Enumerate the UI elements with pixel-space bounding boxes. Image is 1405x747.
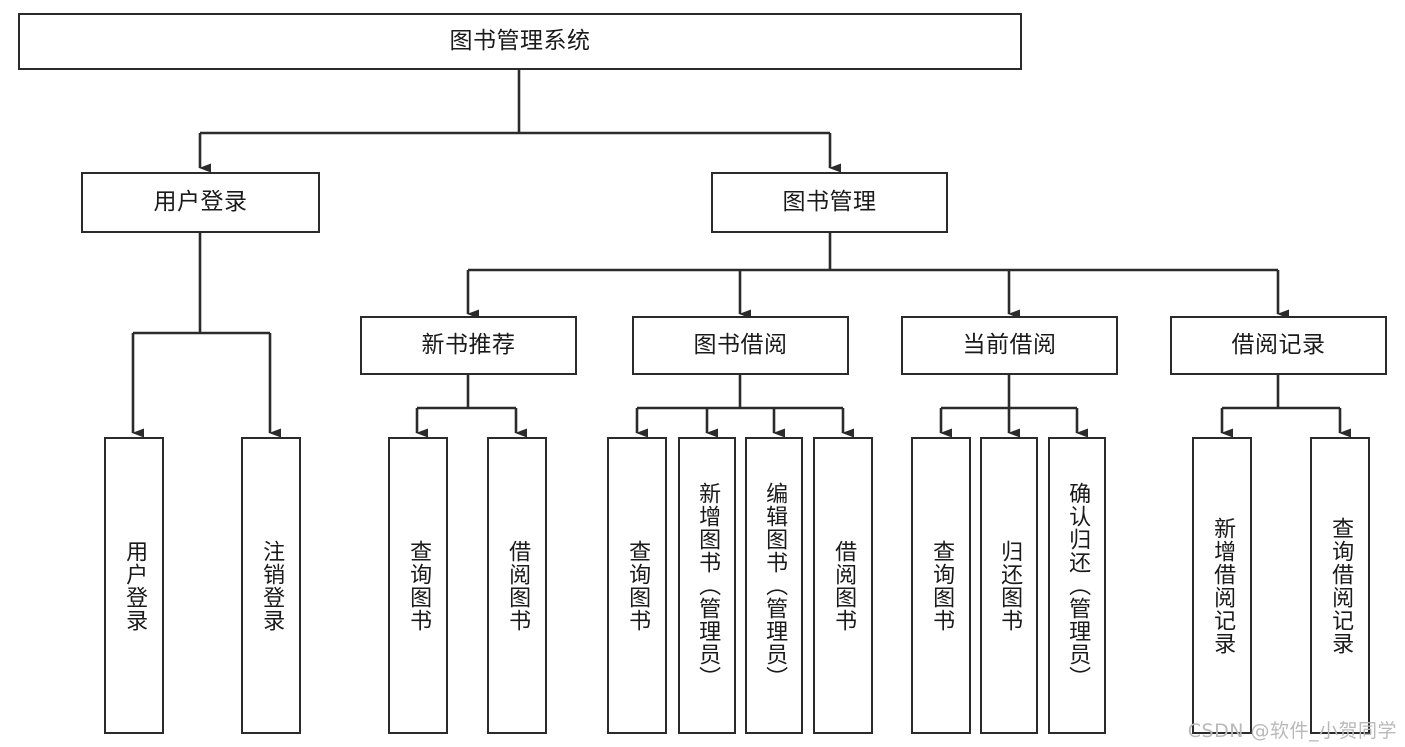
node-book-management[interactable]: 图书管理: [711, 172, 948, 233]
leaf-user-login-login[interactable]: 用户登录: [104, 437, 164, 734]
node-label: 新增图书（管理员）: [695, 482, 721, 689]
node-current-borrow[interactable]: 当前借阅: [901, 316, 1118, 375]
node-label: 新增借阅记录: [1210, 516, 1236, 655]
leaf-user-login-logout[interactable]: 注销登录: [241, 437, 301, 734]
leaf-borrow-add-book-admin[interactable]: 新增图书（管理员）: [678, 437, 736, 734]
node-root-book-management-system[interactable]: 图书管理系统: [18, 13, 1022, 70]
node-label: 编辑图书（管理员）: [762, 482, 788, 689]
node-label: 查询图书: [625, 539, 651, 632]
node-label: 新书推荐: [421, 331, 516, 358]
node-label: 图书管理系统: [449, 27, 591, 54]
leaf-current-query-book[interactable]: 查询图书: [911, 437, 971, 734]
leaf-borrow-edit-book-admin[interactable]: 编辑图书（管理员）: [745, 437, 803, 734]
node-label: 确认归还（管理员）: [1065, 482, 1091, 689]
leaf-recommend-borrow-book[interactable]: 借阅图书: [487, 437, 547, 734]
node-label: 注销登录: [259, 539, 285, 632]
node-label: 图书借阅: [693, 331, 788, 358]
node-label: 用户登录: [153, 188, 248, 215]
node-book-borrow[interactable]: 图书借阅: [632, 316, 849, 375]
node-label: 查询图书: [406, 539, 432, 632]
leaf-borrow-borrow-book[interactable]: 借阅图书: [813, 437, 873, 734]
watermark-text: CSDN @软件_小贺同学: [1187, 720, 1397, 742]
node-label: 查询借阅记录: [1328, 516, 1354, 655]
leaf-record-query-borrow-record[interactable]: 查询借阅记录: [1310, 437, 1370, 734]
node-label: 借阅记录: [1231, 331, 1326, 358]
node-label: 用户登录: [122, 539, 148, 632]
node-label: 借阅图书: [831, 539, 857, 632]
leaf-borrow-query-book[interactable]: 查询图书: [607, 437, 667, 734]
node-label: 归还图书: [997, 539, 1023, 632]
leaf-current-confirm-return-admin[interactable]: 确认归还（管理员）: [1048, 437, 1106, 734]
leaf-recommend-query-book[interactable]: 查询图书: [388, 437, 448, 734]
node-label: 查询图书: [929, 539, 955, 632]
node-user-login[interactable]: 用户登录: [81, 172, 320, 233]
node-borrow-record[interactable]: 借阅记录: [1170, 316, 1387, 375]
leaf-record-add-borrow-record[interactable]: 新增借阅记录: [1192, 437, 1252, 734]
node-new-book-recommend[interactable]: 新书推荐: [360, 316, 577, 375]
node-label: 借阅图书: [505, 539, 531, 632]
node-label: 当前借阅: [962, 331, 1057, 358]
node-label: 图书管理: [782, 188, 877, 215]
leaf-current-return-book[interactable]: 归还图书: [980, 437, 1038, 734]
